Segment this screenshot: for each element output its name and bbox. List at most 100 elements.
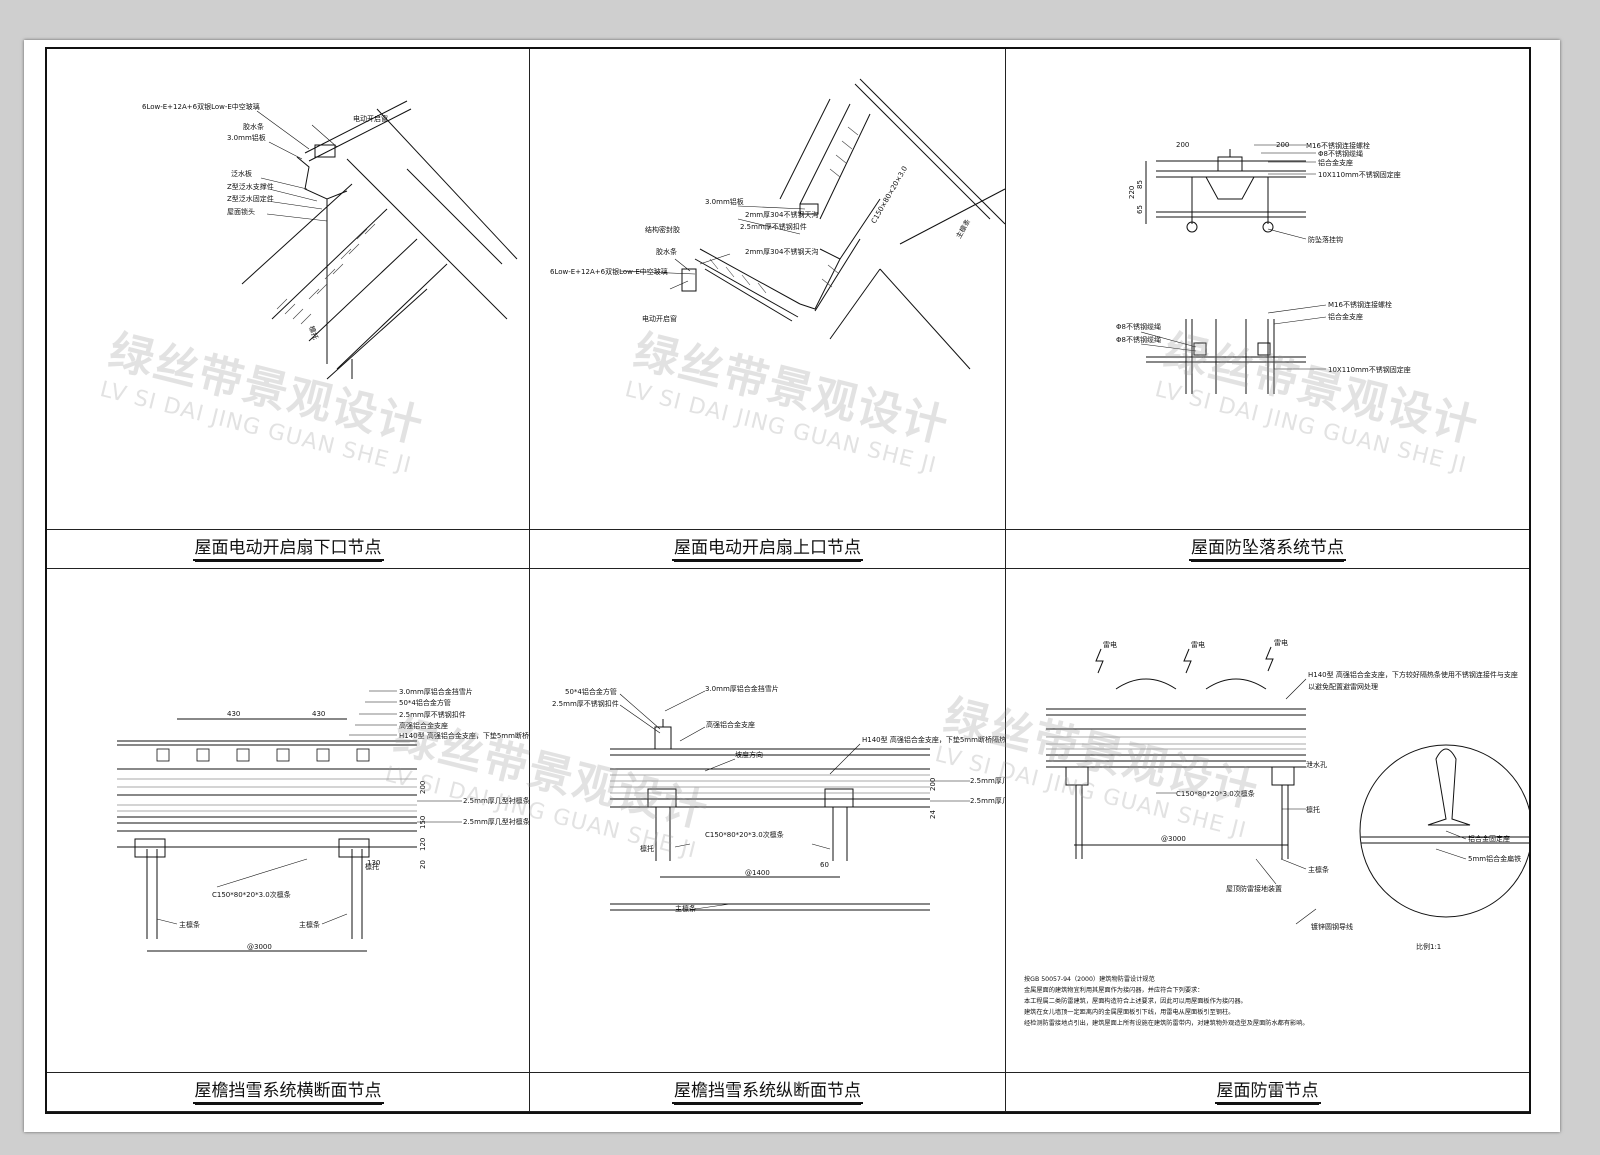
- dim-200: 200: [1176, 141, 1189, 149]
- label-h140-base: H140型 高强铝合金支座，下垫5mm断桥隔热垫: [862, 735, 1006, 744]
- panel-title: 屋檐挡雪系统横断面节点: [192, 1081, 384, 1104]
- label-h140-base: H140型 高强铝合金支座，下方较好隔热条使用不锈钢连接件与支座: [1308, 670, 1518, 679]
- label-z-fixing: Z型泛水固定件: [227, 194, 274, 203]
- label-square-tube: 50*4铝合金方管: [565, 687, 617, 696]
- panel-title-strip: 屋檐挡雪系统横断面节点: [47, 1072, 529, 1111]
- panel-title: 屋面电动开启扇下口节点: [192, 538, 384, 561]
- note-line: 金属屋面的建筑物宜利用其屋面作为接闪器，并应符合下列要求：: [1024, 987, 1204, 994]
- label-hook: 防坠落挂钩: [1308, 235, 1343, 244]
- label-c-section: C150*80*20*3.0次檩条: [212, 890, 291, 899]
- dim-120: 120: [419, 838, 427, 851]
- dim-200: 200: [929, 778, 937, 791]
- label-purlin-support: 檩托: [307, 325, 320, 341]
- label-gutter-lower: 2mm厚304不锈钢天沟: [745, 247, 818, 256]
- label-cable-2: Φ8不锈钢缆绳: [1116, 322, 1161, 331]
- label-grounding-device: 屋顶防雷接地装置: [1226, 884, 1282, 893]
- label-lining-purlin-2: 2.5mm厚几型衬檩条: [970, 796, 1006, 805]
- panel-title-strip: 屋面防雷节点: [1006, 1072, 1529, 1111]
- label-electric-window: 电动开启窗: [642, 314, 677, 323]
- label-glass: 6Low-E+12A+6双银Low-E中空玻璃: [550, 267, 668, 276]
- dim-85: 85: [1136, 180, 1144, 189]
- panel-title: 屋面防坠落系统节点: [1189, 538, 1346, 561]
- label-snow-plate: 3.0mm厚铝合金挡雪片: [399, 687, 473, 696]
- label-aluminum-plate: 3.0mm铝板: [227, 133, 266, 142]
- dim-430-b: 430: [312, 710, 325, 718]
- label-c-section: C150*80*20*3.0次檩条: [705, 830, 784, 839]
- dim-1400: @1400: [745, 869, 770, 877]
- label-flashing: 泛水板: [231, 169, 252, 178]
- label-alu-base-2: 铝合金支座: [1328, 312, 1363, 321]
- label-lightning-3: 雷电: [1274, 638, 1288, 647]
- label-stainless-clip: 2.5mm厚不锈钢扣件: [740, 222, 807, 231]
- label-snow-plate: 3.0mm厚铝合金挡雪片: [705, 684, 779, 693]
- label-c-section: C150×80×20×3.0: [870, 165, 909, 225]
- note-line: 建筑在女儿墙顶一定距离内的金属屋面板引下线，用雷电从屋面板引至钢柱。: [1024, 1009, 1235, 1016]
- label-gutter-upper: 2mm厚304不锈钢天沟: [745, 210, 818, 219]
- label-alu-fixing-base: 铝合金固定座: [1468, 834, 1510, 843]
- label-bolt-2: M16不锈钢连接螺栓: [1328, 300, 1392, 309]
- dim-24: 24: [929, 810, 937, 819]
- note-line: 经检测防雷接地点引出，建筑屋面上所有设施在建筑防雷带内，对建筑物外观造型及屋面防…: [1024, 1020, 1309, 1027]
- label-alu-base: 高强铝合金支座: [706, 720, 755, 729]
- dim-430-a: 430: [227, 710, 240, 718]
- dim-130: 130: [367, 859, 380, 867]
- label-glass: 6Low-E+12A+6双银Low-E中空玻璃: [142, 102, 260, 111]
- label-bolt: M16不锈钢连接螺栓: [1306, 141, 1370, 150]
- dim-3000: @3000: [247, 943, 272, 951]
- label-square-tube: 50*4铝合金方管: [399, 698, 451, 707]
- label-purlin-support: 檩托: [1306, 805, 1320, 814]
- label-main-purlin: 主檩条: [675, 904, 696, 913]
- label-purlin-support: 檩托: [365, 862, 379, 871]
- panel-title-strip: 屋面防坠落系统节点: [1006, 529, 1529, 568]
- dim-60: 60: [820, 861, 829, 869]
- detail-drawing-roof-vent-lower: 6Low-E+12A+6双银Low-E中空玻璃 电动开启窗 胶水条 3.0mm铝…: [142, 100, 518, 380]
- label-alu-flat-bar: 5mm铝合金扁铁: [1468, 854, 1521, 863]
- label-main-purlin: 主檩条: [954, 217, 972, 240]
- detail-drawing-roof-vent-upper: 3.0mm铝板 2mm厚304不锈钢天沟 2.5mm厚不锈钢扣件 2mm厚304…: [550, 78, 1005, 370]
- dim-200: 200: [419, 781, 427, 794]
- panel-snow-guard-cross: 3.0mm厚铝合金挡雪片 50*4铝合金方管 2.5mm厚不锈钢扣件 高强铝合金…: [47, 569, 530, 1112]
- dim-20: 20: [419, 860, 427, 869]
- label-purlin-support: 檩托: [640, 844, 654, 853]
- panel-roof-lightning: 雷电 雷电 雷电 H140型 高强铝合金支座，下方较好隔热条使用不锈钢连接件与支…: [1006, 569, 1529, 1112]
- detail-drawing-snow-guard-cross: 3.0mm厚铝合金挡雪片 50*4铝合金方管 2.5mm厚不锈钢扣件 高强铝合金…: [117, 687, 530, 952]
- dim-150: 150: [419, 816, 427, 829]
- design-notes: 按GB 50057-94（2000）建筑物防雷设计规范 金属屋面的建筑物宜利用其…: [1024, 974, 1344, 1029]
- panel-title-strip: 屋檐挡雪系统纵断面节点: [530, 1072, 1005, 1111]
- detail-drawing-snow-guard-longitudinal: 3.0mm厚铝合金挡雪片 50*4铝合金方管 2.5mm厚不锈钢扣件 高强铝合金…: [552, 684, 1006, 913]
- scale-label: 比例1:1: [1416, 942, 1441, 951]
- label-electric-window: 电动开启窗: [353, 114, 388, 123]
- detail-drawing-roof-lightning: 雷电 雷电 雷电 H140型 高强铝合金支座，下方较好隔热条使用不锈钢连接件与支…: [1046, 638, 1529, 951]
- dim-3000: @3000: [1161, 835, 1186, 843]
- label-main-purlin-1: 主檩条: [179, 920, 200, 929]
- label-sealant-strip: 胶水条: [656, 247, 677, 256]
- note-line: 按GB 50057-94（2000）建筑物防雷设计规范: [1024, 976, 1155, 983]
- dim-220: 220: [1128, 186, 1136, 199]
- panel-title-strip: 屋面电动开启扇上口节点: [530, 529, 1005, 568]
- label-roof-lock: 屋面锁头: [227, 207, 255, 216]
- label-clip: 2.5mm厚不锈钢扣件: [399, 710, 466, 719]
- label-lining-purlin-1: 2.5mm厚几型衬檩条: [970, 776, 1006, 785]
- label-aluminum-plate: 3.0mm铝板: [705, 197, 744, 206]
- panel-title-strip: 屋面电动开启扇下口节点: [47, 529, 529, 568]
- label-fixing-base: 10X110mm不锈钢固定座: [1318, 170, 1401, 179]
- label-lining-purlin-1: 2.5mm厚几型衬檩条: [463, 796, 530, 805]
- detail-drawing-fall-protection: M16不锈钢连接螺栓 Φ8不锈钢缆绳 铝合金支座 10X110mm不锈钢固定座 …: [1116, 141, 1411, 394]
- label-c-section: C150*80*20*3.0次檩条: [1176, 789, 1255, 798]
- label-cable-3: Φ8不锈钢缆绳: [1116, 335, 1161, 344]
- panel-fall-protection: M16不锈钢连接螺栓 Φ8不锈钢缆绳 铝合金支座 10X110mm不锈钢固定座 …: [1006, 49, 1529, 569]
- label-structural-sealant: 结构密封胶: [645, 225, 680, 234]
- panel-title: 屋檐挡雪系统纵断面节点: [672, 1081, 863, 1104]
- label-h140-base: H140型 高强铝合金支座，下垫5mm断桥隔热垫: [399, 731, 530, 740]
- label-galvanized-wire: 镀锌圆钢导线: [1311, 922, 1353, 931]
- label-lightning-1: 雷电: [1103, 640, 1117, 649]
- label-sealant-strip: 胶水条: [243, 122, 264, 131]
- panel-snow-guard-longitudinal: 3.0mm厚铝合金挡雪片 50*4铝合金方管 2.5mm厚不锈钢扣件 高强铝合金…: [530, 569, 1006, 1112]
- label-main-purlin: 主檩条: [1308, 865, 1329, 874]
- drawing-sheet: 6Low-E+12A+6双银Low-E中空玻璃 电动开启窗 胶水条 3.0mm铝…: [24, 40, 1560, 1132]
- panel-roof-vent-upper: 3.0mm铝板 2mm厚304不锈钢天沟 2.5mm厚不锈钢扣件 2mm厚304…: [530, 49, 1006, 569]
- label-lightning-2: 雷电: [1191, 640, 1205, 649]
- label-lining-purlin-2: 2.5mm厚几型衬檩条: [463, 817, 530, 826]
- drawing-frame: 6Low-E+12A+6双银Low-E中空玻璃 电动开启窗 胶水条 3.0mm铝…: [45, 47, 1531, 1114]
- dim-65: 65: [1136, 205, 1144, 214]
